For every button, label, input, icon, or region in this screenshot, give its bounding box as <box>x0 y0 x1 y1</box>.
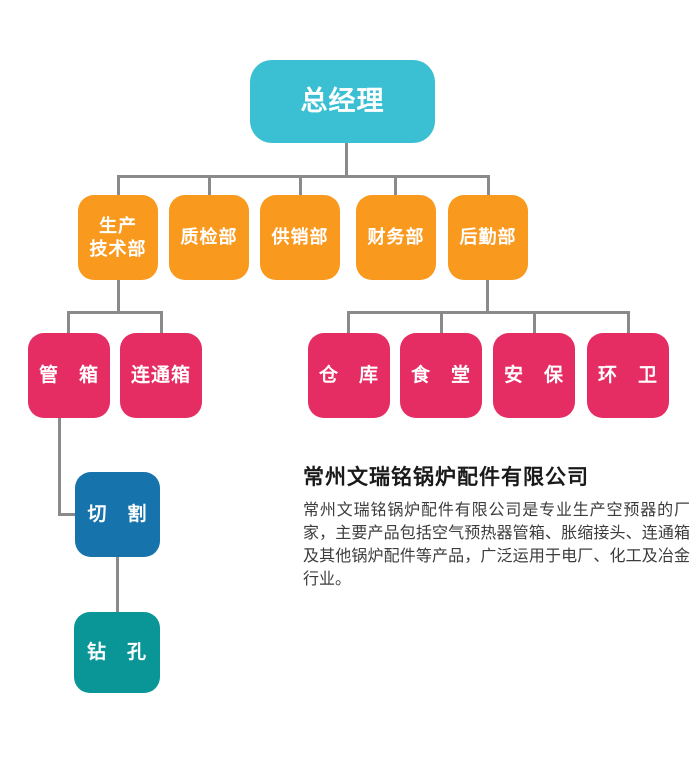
org-node-connecting-box: 连通箱 <box>120 333 202 418</box>
org-node-canteen: 食 堂 <box>400 333 482 418</box>
connector-drop-dept4 <box>394 175 397 195</box>
company-description: 常州文瑞铭锅炉配件有限公司是专业生产空预器的厂家，主要产品包括空气预热器管箱、胀… <box>303 502 690 588</box>
org-node-label: 后勤部 <box>459 227 517 248</box>
org-node-label: 安 保 <box>503 364 564 386</box>
connector-production-stem <box>117 280 120 314</box>
org-node-drilling: 钻 孔 <box>74 612 160 693</box>
org-node-production-tech-dept: 生产 技术部 <box>78 195 158 280</box>
connector-drop-sanitation <box>627 311 630 333</box>
connector-drop-connecting-box <box>160 311 163 333</box>
connector-cutting-vertical <box>58 418 61 516</box>
org-node-supply-sales-dept: 供销部 <box>260 195 340 280</box>
connector-production-bus <box>67 311 163 314</box>
connector-drop-dept2 <box>208 175 211 195</box>
connector-root-stem <box>345 143 348 178</box>
connector-cutting-elbow <box>58 513 78 516</box>
connector-level2-bus <box>117 175 490 178</box>
connector-drop-dept1 <box>117 175 120 195</box>
company-name: 常州文瑞铭锅炉配件有限公司 <box>303 466 589 489</box>
org-node-general-manager: 总经理 <box>250 60 435 143</box>
connector-drop-canteen <box>440 311 443 333</box>
org-node-quality-dept: 质检部 <box>169 195 249 280</box>
org-node-label: 质检部 <box>180 227 238 248</box>
org-node-label: 连通箱 <box>130 364 191 386</box>
company-info: 常州文瑞铭锅炉配件有限公司 常州文瑞铭锅炉配件有限公司是专业生产空预器的厂家，主… <box>303 461 690 591</box>
connector-drop-warehouse <box>347 311 350 333</box>
org-node-tube-box: 管 箱 <box>28 333 110 418</box>
org-node-label: 环 卫 <box>597 364 658 386</box>
org-node-label: 总经理 <box>300 85 385 116</box>
org-node-logistics-dept: 后勤部 <box>448 195 528 280</box>
connector-drop-security <box>533 311 536 333</box>
org-node-label: 财务部 <box>367 227 425 248</box>
connector-drop-tube-box <box>67 311 70 333</box>
org-node-label: 供销部 <box>271 227 329 248</box>
org-node-security: 安 保 <box>493 333 575 418</box>
org-node-warehouse: 仓 库 <box>308 333 390 418</box>
org-node-sanitation: 环 卫 <box>587 333 669 418</box>
connector-logistics-stem <box>486 280 489 314</box>
org-node-label: 仓 库 <box>318 364 379 386</box>
connector-drilling-stem <box>116 557 119 613</box>
org-node-label: 生产 技术部 <box>89 216 147 259</box>
org-node-cutting: 切 割 <box>75 472 160 557</box>
org-node-label: 钻 孔 <box>86 641 147 663</box>
org-node-label: 管 箱 <box>38 364 99 386</box>
org-node-label: 切 割 <box>87 503 148 525</box>
org-node-label: 食 堂 <box>410 364 471 386</box>
org-node-finance-dept: 财务部 <box>356 195 436 280</box>
connector-logistics-bus <box>347 311 630 314</box>
connector-drop-dept5 <box>487 175 490 195</box>
connector-drop-dept3 <box>299 175 302 195</box>
